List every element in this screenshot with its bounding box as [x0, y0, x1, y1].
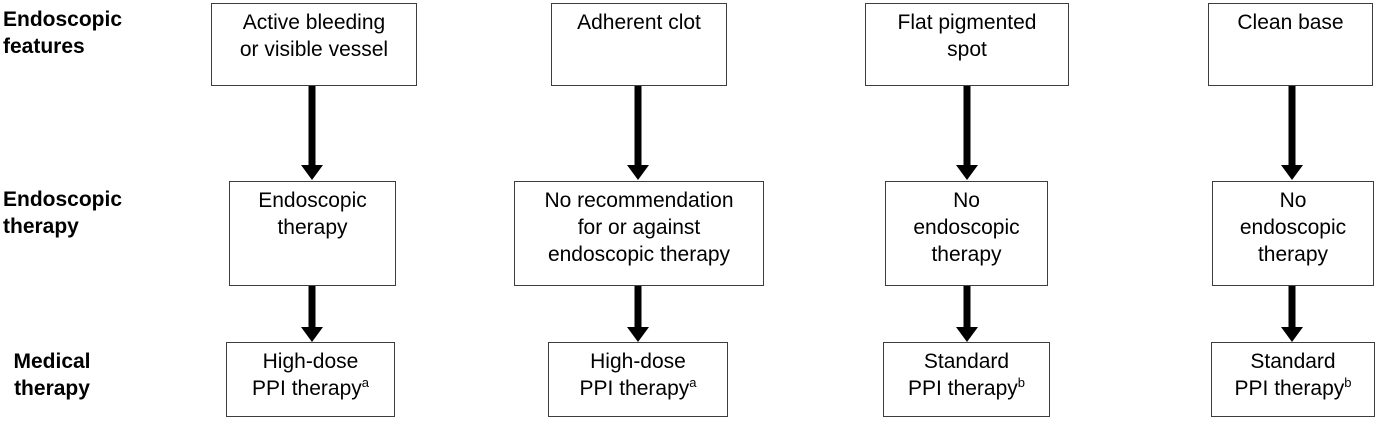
arrow-shaft — [1288, 86, 1296, 167]
arrow-shaft — [1288, 286, 1296, 329]
feature-box-clean-base-text: Clean base — [1237, 11, 1344, 34]
therapy-box-no-endoscopic-therapy-2-text: No endoscopic therapy — [1239, 189, 1347, 266]
row-label-endoscopic-therapy: Endoscopic therapy — [3, 188, 123, 238]
arrow-shaft — [963, 86, 971, 167]
feature-box-flat-pigmented-spot-text: Flat pigmented spot — [897, 11, 1037, 61]
footnote-marker: a — [361, 375, 369, 390]
feature-box-active-bleeding: Active bleeding or visible vessel — [211, 3, 417, 86]
therapy-box-no-endoscopic-therapy-1-text: No endoscopic therapy — [913, 189, 1020, 266]
row-label-medical-therapy: Medical therapy — [13, 350, 91, 400]
arrow-head — [301, 327, 323, 342]
arrow-shaft — [634, 286, 642, 329]
footnote-marker: b — [1017, 375, 1025, 390]
feature-box-clean-base: Clean base — [1208, 3, 1373, 86]
down-arrow-icon — [956, 86, 978, 180]
medical-box-standard-ppi-2: Standard PPI therapyb — [1211, 342, 1375, 417]
down-arrow-icon — [627, 286, 649, 342]
therapy-box-endoscopic-therapy-text: Endoscopic therapy — [258, 189, 367, 239]
footnote-marker: a — [689, 375, 697, 390]
feature-box-adherent-clot-text: Adherent clot — [577, 11, 701, 34]
medical-box-high-dose-ppi-2-text: High-dose PPI therapy — [579, 350, 690, 400]
arrow-head — [627, 165, 649, 180]
down-arrow-icon — [301, 86, 323, 180]
arrow-head — [1281, 165, 1303, 180]
down-arrow-icon — [301, 286, 323, 342]
down-arrow-icon — [956, 286, 978, 342]
feature-box-active-bleeding-text: Active bleeding or visible vessel — [239, 11, 389, 61]
therapy-box-no-endoscopic-therapy-2: No endoscopic therapy — [1212, 181, 1374, 286]
footnote-marker: b — [1344, 375, 1352, 390]
down-arrow-icon — [1281, 86, 1303, 180]
arrow-shaft — [308, 286, 316, 329]
arrow-shaft — [308, 86, 316, 167]
feature-box-flat-pigmented-spot: Flat pigmented spot — [865, 3, 1069, 86]
medical-box-high-dose-ppi-1-text: High-dose PPI therapy — [252, 350, 362, 400]
arrow-head — [1281, 327, 1303, 342]
arrow-shaft — [634, 86, 642, 167]
arrow-head — [627, 327, 649, 342]
arrow-shaft — [963, 286, 971, 329]
therapy-box-no-recommendation: No recommendation for or against endosco… — [514, 181, 764, 286]
medical-box-high-dose-ppi-1: High-dose PPI therapya — [226, 342, 395, 417]
medical-box-standard-ppi-1-text: Standard PPI therapy — [908, 350, 1018, 400]
therapy-box-endoscopic-therapy: Endoscopic therapy — [229, 181, 396, 286]
medical-box-standard-ppi-1: Standard PPI therapyb — [883, 342, 1050, 417]
therapy-box-no-recommendation-text: No recommendation for or against endosco… — [544, 189, 734, 266]
therapy-box-no-endoscopic-therapy-1: No endoscopic therapy — [885, 181, 1048, 286]
arrow-head — [956, 327, 978, 342]
row-label-endoscopic-features: Endoscopic features — [3, 8, 123, 58]
down-arrow-icon — [1281, 286, 1303, 342]
down-arrow-icon — [627, 86, 649, 180]
arrow-head — [956, 165, 978, 180]
medical-box-standard-ppi-2-text: Standard PPI therapy — [1234, 350, 1345, 400]
feature-box-adherent-clot: Adherent clot — [551, 3, 727, 86]
arrow-head — [301, 165, 323, 180]
medical-box-high-dose-ppi-2: High-dose PPI therapya — [548, 342, 728, 417]
